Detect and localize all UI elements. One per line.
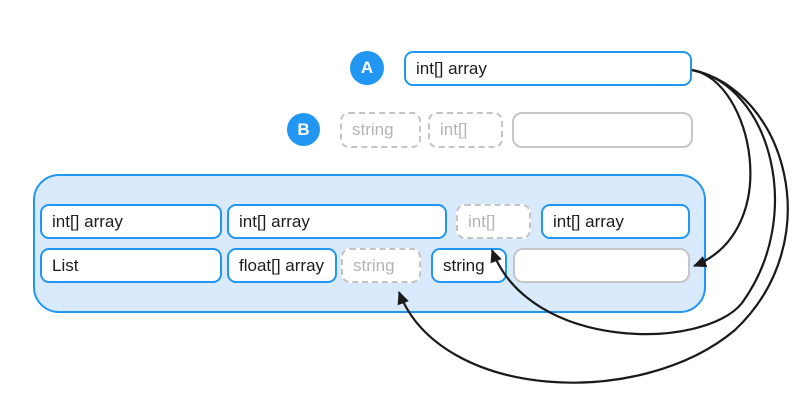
- badge-b-label: B: [297, 119, 310, 139]
- box-label: List: [52, 255, 79, 275]
- pool-container: [33, 174, 706, 313]
- row-b-string-dashed-box: string: [340, 112, 421, 148]
- pool-row2-string-dashed-box: string: [341, 248, 421, 283]
- row-a-box: int[] array: [404, 51, 692, 86]
- box-label: string: [353, 255, 395, 275]
- box-label: int[]: [440, 120, 468, 139]
- box-label: int[] array: [553, 211, 624, 231]
- box-label: int[] array: [52, 211, 123, 231]
- pool-row1-int-dashed-box: int[]: [456, 204, 531, 239]
- pool-row2-list-box: List: [40, 248, 222, 283]
- pool-row2-float-array-box: float[] array: [227, 248, 337, 283]
- pool-row1-int-array-box-2: int[] array: [227, 204, 447, 239]
- pool-row1-int-array-box-1: int[] array: [40, 204, 222, 239]
- box-label: int[]: [468, 211, 496, 231]
- box-label: int[] array: [239, 211, 310, 231]
- badge-b: B: [287, 113, 320, 146]
- box-label: string: [352, 120, 394, 139]
- box-label: int[] array: [416, 58, 487, 78]
- row-b-int-dashed-box: int[]: [428, 112, 503, 148]
- badge-a: A: [350, 51, 384, 85]
- pool-row2-empty-box: [513, 248, 690, 283]
- box-label: string: [443, 255, 485, 275]
- pool-row1-int-array-box-3: int[] array: [541, 204, 690, 239]
- box-label: float[] array: [239, 255, 325, 275]
- badge-a-label: A: [360, 58, 374, 77]
- row-b-empty-box: [512, 112, 693, 148]
- pool-row2-string-box: string: [431, 248, 507, 283]
